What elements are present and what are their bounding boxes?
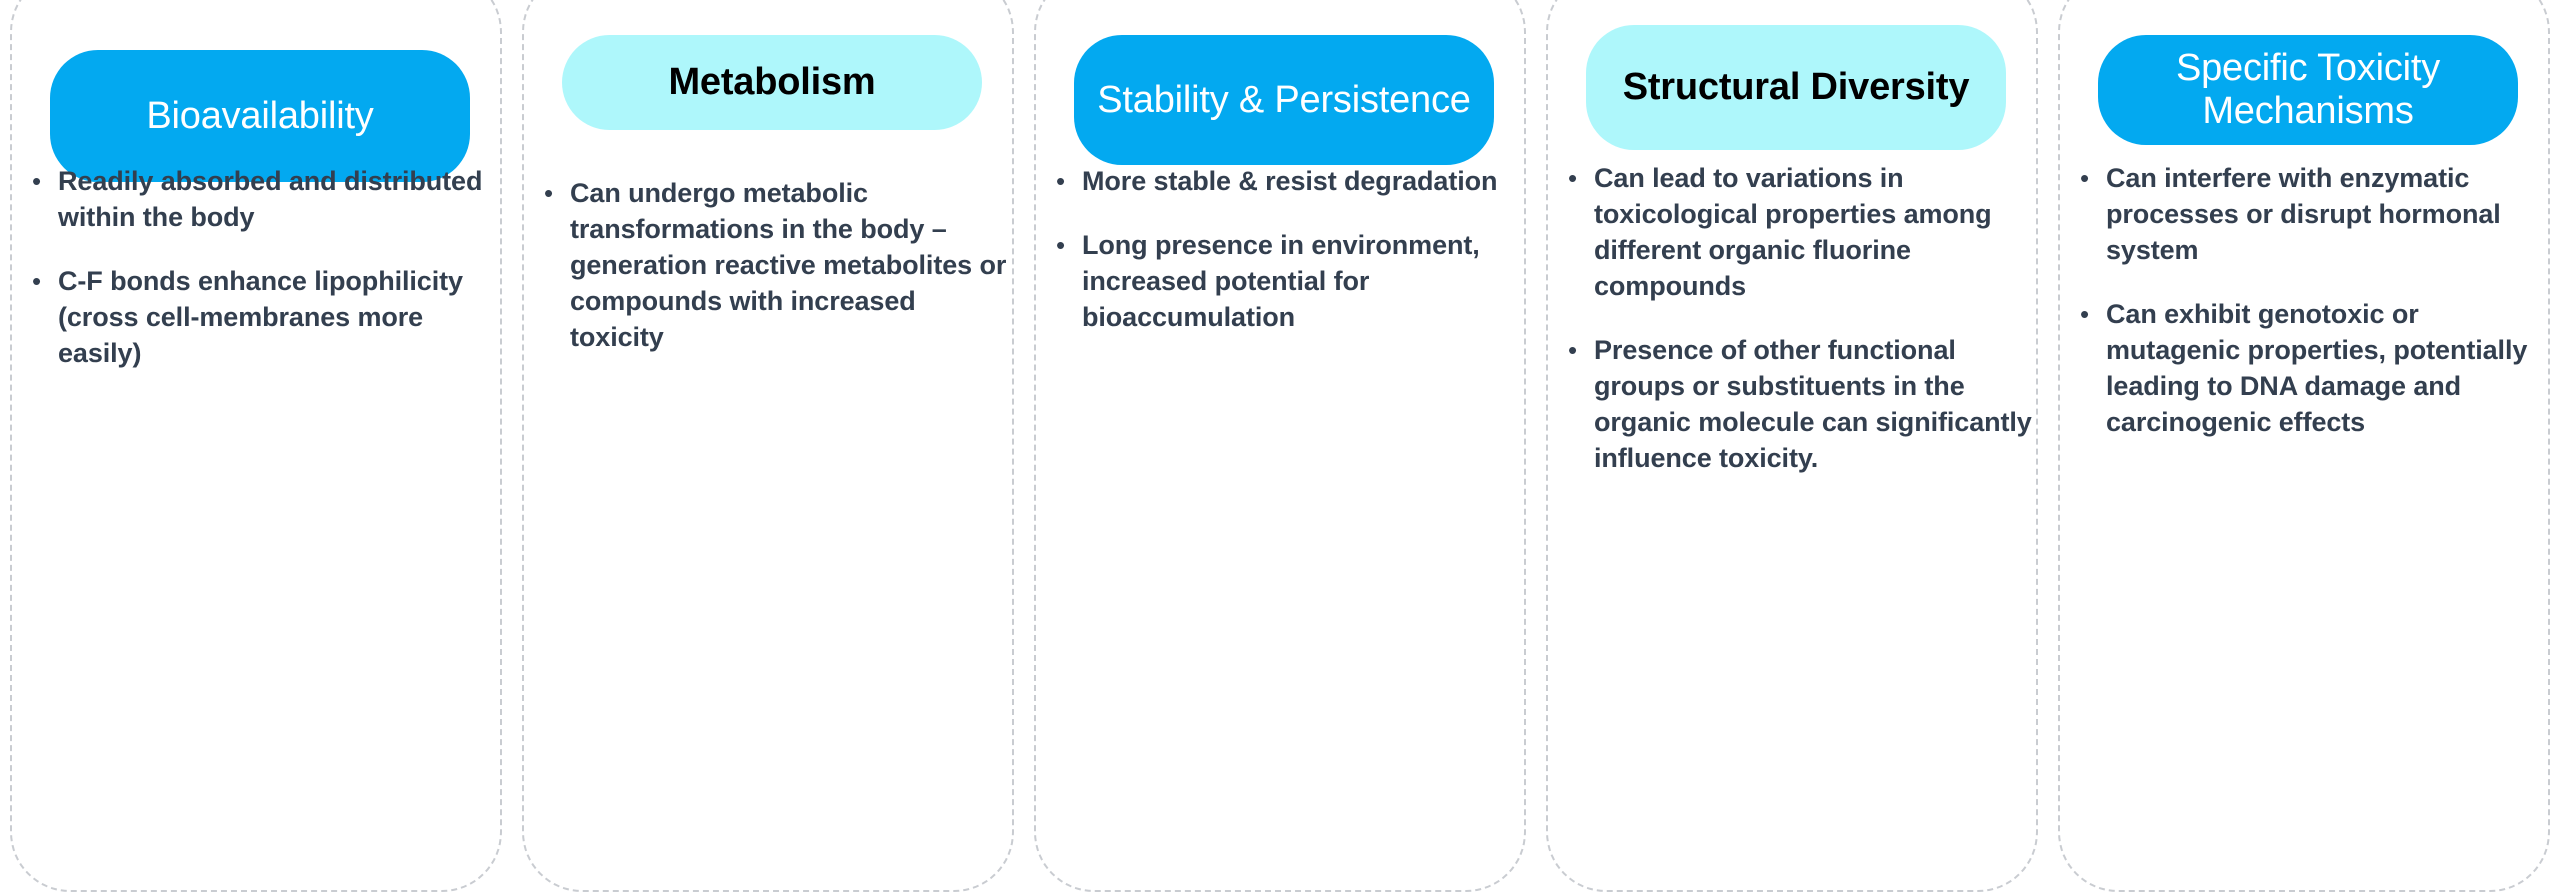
list-item: • Can interfere with enzymatic processes… — [2074, 160, 2544, 268]
card-content: Stability & Persistence • More stable & … — [1024, 0, 1536, 856]
factor-title-pill-stability-persistence[interactable]: Stability & Persistence — [1074, 35, 1494, 165]
bullet-text: Long presence in environment, increased … — [1082, 230, 1480, 332]
bullet-text: More stable & resist degradation — [1082, 166, 1498, 196]
factor-title-pill-bioavailability[interactable]: Bioavailability — [50, 50, 470, 182]
bullet-dot-icon: • — [2080, 299, 2090, 329]
factor-card-specific-toxicity-mechanisms[interactable]: Specific Toxicity Mechanisms • Can inter… — [2048, 0, 2560, 892]
card-content: Structural Diversity • Can lead to varia… — [1536, 0, 2048, 856]
bullet-list-specific-toxicity-mechanisms: • Can interfere with enzymatic processes… — [2074, 160, 2544, 468]
list-item: • C-F bonds enhance lipophilicity (cross… — [26, 263, 496, 371]
card-content: Bioavailability • Readily absorbed and d… — [0, 0, 512, 856]
bullet-text: Can exhibit genotoxic or mutagenic prope… — [2106, 299, 2528, 437]
factor-card-metabolism[interactable]: Metabolism • Can undergo metabolic trans… — [512, 0, 1024, 892]
bullet-dot-icon: • — [32, 266, 42, 296]
bullet-text: Readily absorbed and distributed within … — [58, 166, 483, 232]
list-item: • Long presence in environment, increase… — [1050, 227, 1520, 335]
bullet-list-structural-diversity: • Can lead to variations in toxicologica… — [1562, 160, 2032, 504]
list-item: • Can lead to variations in toxicologica… — [1562, 160, 2032, 304]
bullet-text: Can undergo metabolic transformations in… — [570, 178, 1007, 352]
bullet-dot-icon: • — [1568, 163, 1578, 193]
factor-title-pill-structural-diversity[interactable]: Structural Diversity — [1586, 25, 2006, 150]
list-item: • Can undergo metabolic transformations … — [538, 175, 1008, 355]
bullet-dot-icon: • — [1056, 166, 1066, 196]
factor-card-structural-diversity[interactable]: Structural Diversity • Can lead to varia… — [1536, 0, 2048, 892]
list-item: • Presence of other functional groups or… — [1562, 332, 2032, 476]
bullet-list-metabolism: • Can undergo metabolic transformations … — [538, 175, 1008, 383]
bullet-list-bioavailability: • Readily absorbed and distributed withi… — [26, 163, 496, 399]
bullet-dot-icon: • — [32, 166, 42, 196]
bullet-dot-icon: • — [544, 178, 554, 208]
list-item: • Readily absorbed and distributed withi… — [26, 163, 496, 235]
factor-card-stability-persistence[interactable]: Stability & Persistence • More stable & … — [1024, 0, 1536, 892]
card-content: Specific Toxicity Mechanisms • Can inter… — [2048, 0, 2560, 856]
list-item: • More stable & resist degradation — [1050, 163, 1520, 199]
factor-card-bioavailability[interactable]: Bioavailability • Readily absorbed and d… — [0, 0, 512, 892]
factor-title-pill-specific-toxicity-mechanisms[interactable]: Specific Toxicity Mechanisms — [2098, 35, 2518, 145]
card-content: Metabolism • Can undergo metabolic trans… — [512, 0, 1024, 856]
bullet-text: Can lead to variations in toxicological … — [1594, 163, 1992, 301]
bullet-list-stability-persistence: • More stable & resist degradation • Lon… — [1050, 163, 1520, 363]
factor-title-pill-metabolism[interactable]: Metabolism — [562, 35, 982, 130]
bullet-dot-icon: • — [1568, 335, 1578, 365]
bullet-dot-icon: • — [2080, 163, 2090, 193]
bullet-text: C-F bonds enhance lipophilicity (cross c… — [58, 266, 463, 368]
bullet-dot-icon: • — [1056, 230, 1066, 260]
bullet-text: Presence of other functional groups or s… — [1594, 335, 2032, 473]
list-item: • Can exhibit genotoxic or mutagenic pro… — [2074, 296, 2544, 440]
bullet-text: Can interfere with enzymatic processes o… — [2106, 163, 2501, 265]
